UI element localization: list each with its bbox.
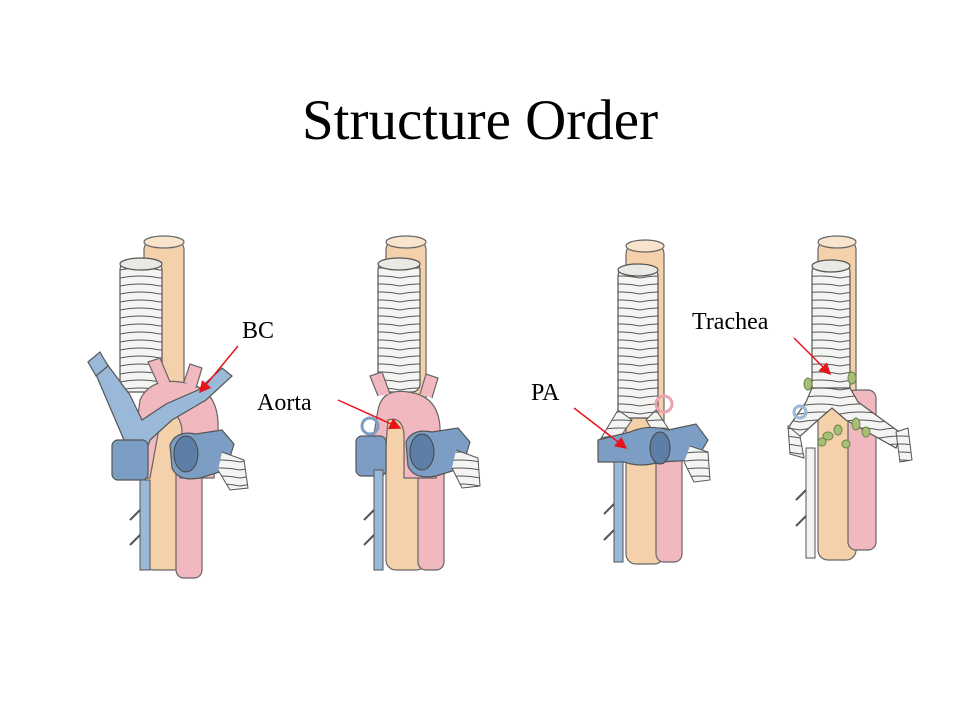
lymph-nodes (803, 371, 871, 449)
azygos-vein (603, 394, 674, 563)
panel-trachea (787, 235, 913, 561)
label-pa: PA (531, 380, 560, 406)
trachea-tube (377, 257, 421, 393)
label-bc: BC (242, 318, 275, 344)
slide-title: Structure Order (301, 89, 659, 152)
panel-pa (597, 239, 711, 565)
pulmonary-artery (405, 427, 481, 489)
trachea-tube (119, 257, 163, 393)
label-aorta: Aorta (257, 390, 312, 416)
trachea-tube (811, 259, 851, 395)
pulmonary-artery (169, 429, 249, 491)
arrow-bc (199, 345, 239, 394)
arrow-aorta (337, 399, 402, 430)
arrow-pa (573, 407, 628, 449)
svc-and-azygos (111, 439, 151, 571)
panel-bc (87, 235, 249, 579)
arrow-trachea (793, 337, 832, 376)
label-trachea: Trachea (692, 309, 769, 335)
svc-and-azygos (355, 416, 387, 571)
panel-aorta (355, 235, 481, 571)
pulmonary-artery (597, 423, 711, 483)
azygos-vein (792, 404, 816, 559)
carina-bronchi (787, 387, 913, 463)
